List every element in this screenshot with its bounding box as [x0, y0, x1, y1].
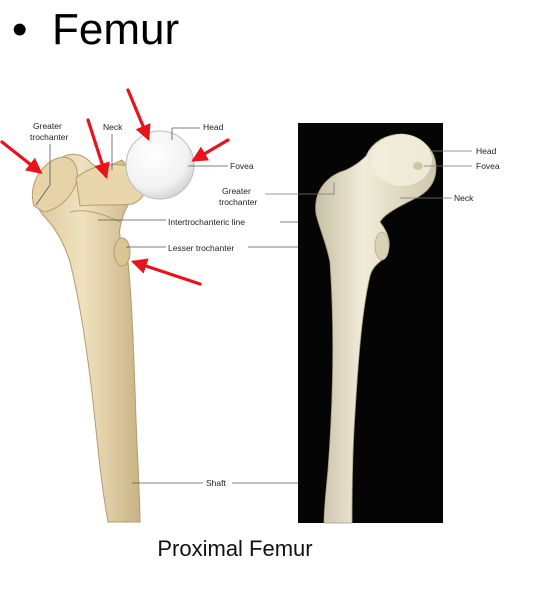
- label-head: Head: [203, 122, 224, 132]
- photo-leader-lines: [265, 150, 472, 199]
- femur-photograph: [298, 123, 443, 524]
- illustrated-femur: [32, 130, 195, 523]
- photo-label-greater-trochanter-2: trochanter: [219, 197, 257, 207]
- arrow-neck: [86, 118, 110, 180]
- photo-label-neck: Neck: [454, 193, 474, 203]
- label-intertrochanteric-line: Intertrochanteric line: [168, 217, 245, 227]
- photo-label-head: Head: [476, 146, 497, 156]
- label-shaft: Shaft: [206, 478, 226, 488]
- arrow-fovea: [191, 138, 230, 162]
- arrow-greater-trochanter: [0, 140, 43, 174]
- label-lesser-trochanter: Lesser trochanter: [168, 243, 234, 253]
- title-text: Femur: [52, 5, 180, 54]
- photo-femur-bone: [315, 133, 437, 524]
- greater-trochanter-illustration: [32, 156, 78, 213]
- label-greater-trochanter-2: trochanter: [30, 132, 68, 142]
- slide-title: • Femur: [12, 2, 179, 58]
- femoral-head-illustration: [125, 130, 195, 200]
- label-neck: Neck: [103, 122, 123, 132]
- photo-label-greater-trochanter-1: Greater: [222, 186, 251, 196]
- lesser-trochanter-illustration: [113, 237, 131, 267]
- photo-label-fovea: Fovea: [476, 161, 500, 171]
- arrow-head: [126, 88, 151, 141]
- label-greater-trochanter-1: Greater: [33, 121, 62, 131]
- label-fovea: Fovea: [230, 161, 254, 171]
- arrow-lesser-trochanter: [130, 258, 202, 286]
- red-arrows: [0, 88, 230, 286]
- figure-caption: Proximal Femur: [157, 536, 313, 561]
- bullet-icon: •: [12, 5, 28, 54]
